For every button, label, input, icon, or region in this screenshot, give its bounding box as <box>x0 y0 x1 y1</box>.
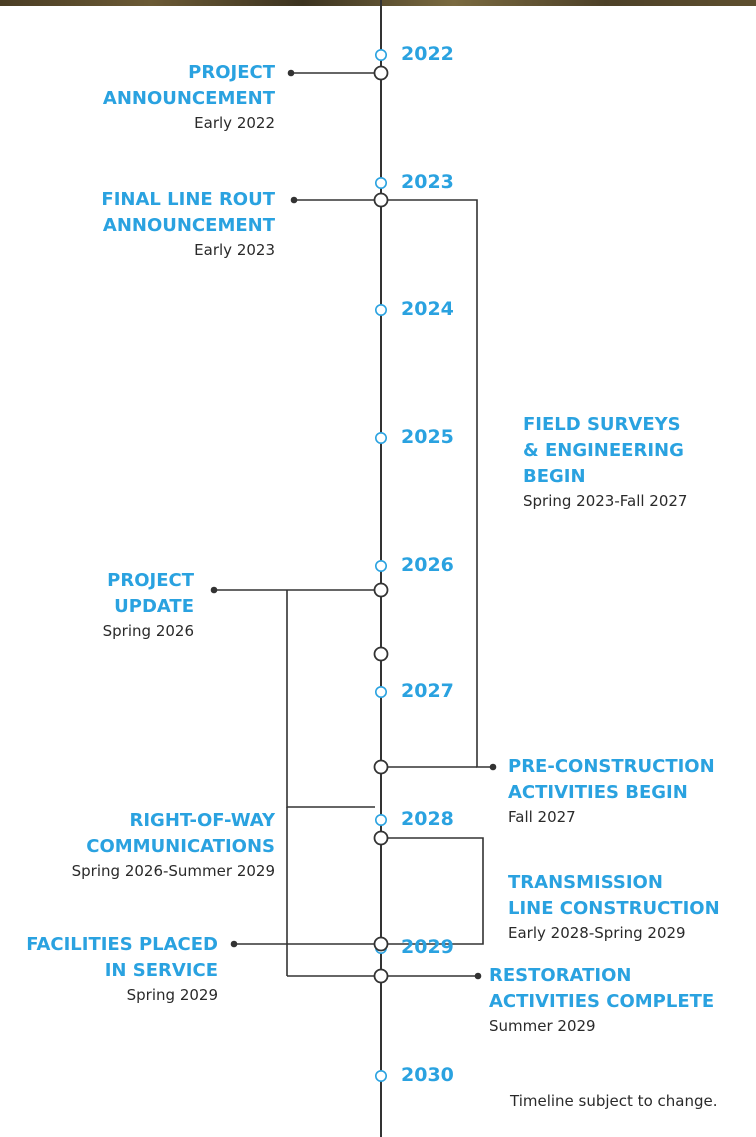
bracket-right-of-way <box>286 590 375 808</box>
milestone-field-surveys: FIELD SURVEYS & ENGINEERING BEGIN Spring… <box>523 412 687 509</box>
year-label-2026: 2026 <box>401 554 454 576</box>
milestone-title: FIELD SURVEYS <box>523 414 681 435</box>
year-marker <box>374 685 387 698</box>
endpoint-dot <box>210 586 218 594</box>
milestone-title: PROJECT <box>107 570 194 591</box>
milestone-facilities-in-service: FACILITIES PLACED IN SERVICE Spring 2029 <box>26 932 218 1003</box>
year-label-2024: 2024 <box>401 298 454 320</box>
timeline-footnote: Timeline subject to change. <box>510 1092 718 1110</box>
year-marker <box>374 431 387 444</box>
milestone-title: & ENGINEERING <box>523 440 684 461</box>
event-node <box>373 968 389 984</box>
milestone-title: LINE CONSTRUCTION <box>508 898 720 919</box>
endpoint-dot <box>489 763 497 771</box>
year-marker <box>374 813 387 826</box>
milestone-date: Spring 2023-Fall 2027 <box>523 492 688 510</box>
endpoint-dot <box>230 940 238 948</box>
endpoint-dot <box>290 196 298 204</box>
milestone-title: PROJECT <box>188 62 275 83</box>
milestone-date: Fall 2027 <box>508 808 576 826</box>
milestone-date: Spring 2026-Summer 2029 <box>71 862 275 880</box>
milestone-restoration: RESTORATION ACTIVITIES COMPLETE Summer 2… <box>489 963 714 1034</box>
milestone-title: BEGIN <box>523 466 586 487</box>
year-label-2028: 2028 <box>401 808 454 830</box>
year-marker <box>374 303 387 316</box>
year-label-2027: 2027 <box>401 680 454 702</box>
milestone-title: ANNOUNCEMENT <box>102 215 275 236</box>
milestone-pre-construction: PRE-CONSTRUCTION ACTIVITIES BEGIN Fall 2… <box>508 754 715 825</box>
milestone-title: COMMUNICATIONS <box>86 836 275 857</box>
milestone-title: FACILITIES PLACED <box>26 934 218 955</box>
year-label-2022: 2022 <box>401 43 454 65</box>
milestone-title: RIGHT-OF-WAY <box>129 810 276 831</box>
milestone-date: Early 2022 <box>194 114 275 132</box>
milestone-title: IN SERVICE <box>104 960 218 981</box>
endpoint-dot <box>474 972 482 980</box>
milestone-title: PRE-CONSTRUCTION <box>508 756 715 777</box>
year-label-2025: 2025 <box>401 426 454 448</box>
milestone-date: Spring 2026 <box>102 622 194 640</box>
event-node <box>373 936 389 952</box>
year-label-2029: 2029 <box>401 936 454 958</box>
milestone-final-line-route: FINAL LINE ROUT ANNOUNCEMENT Early 2023 <box>101 187 275 258</box>
year-marker <box>374 177 387 190</box>
year-marker <box>374 559 387 572</box>
endpoint-dot <box>287 69 295 77</box>
event-node <box>373 192 389 208</box>
event-node <box>373 759 389 775</box>
milestone-project-update: PROJECT UPDATE Spring 2026 <box>103 568 194 639</box>
milestone-date: Spring 2029 <box>126 986 218 1004</box>
milestone-title: RESTORATION <box>489 965 632 986</box>
milestone-date: Early 2023 <box>194 241 275 259</box>
year-marker <box>374 48 387 61</box>
event-node <box>373 582 389 598</box>
milestone-title: ACTIVITIES COMPLETE <box>489 991 715 1012</box>
milestone-title: ACTIVITIES BEGIN <box>508 782 688 803</box>
milestone-date: Summer 2029 <box>489 1017 596 1035</box>
event-node <box>373 646 389 662</box>
milestone-right-of-way: RIGHT-OF-WAY COMMUNICATIONS Spring 2026-… <box>72 808 275 879</box>
event-node <box>373 830 389 846</box>
year-label-2023: 2023 <box>401 171 454 193</box>
milestone-title: TRANSMISSION <box>508 872 663 893</box>
milestone-title: UPDATE <box>114 596 194 617</box>
milestone-date: Early 2028-Spring 2029 <box>508 924 686 942</box>
milestone-title: FINAL LINE ROUT <box>101 189 275 210</box>
bracket-field-surveys <box>387 199 493 768</box>
milestone-transmission-line: TRANSMISSION LINE CONSTRUCTION Early 202… <box>508 870 720 941</box>
header-photo-strip <box>0 0 756 6</box>
event-node <box>373 65 389 81</box>
milestone-project-announcement: PROJECT ANNOUNCEMENT Early 2022 <box>103 60 275 131</box>
year-label-2030: 2030 <box>401 1064 454 1086</box>
bracket-transmission-line <box>387 837 484 945</box>
year-marker <box>374 1070 387 1083</box>
milestone-title: ANNOUNCEMENT <box>102 88 275 109</box>
